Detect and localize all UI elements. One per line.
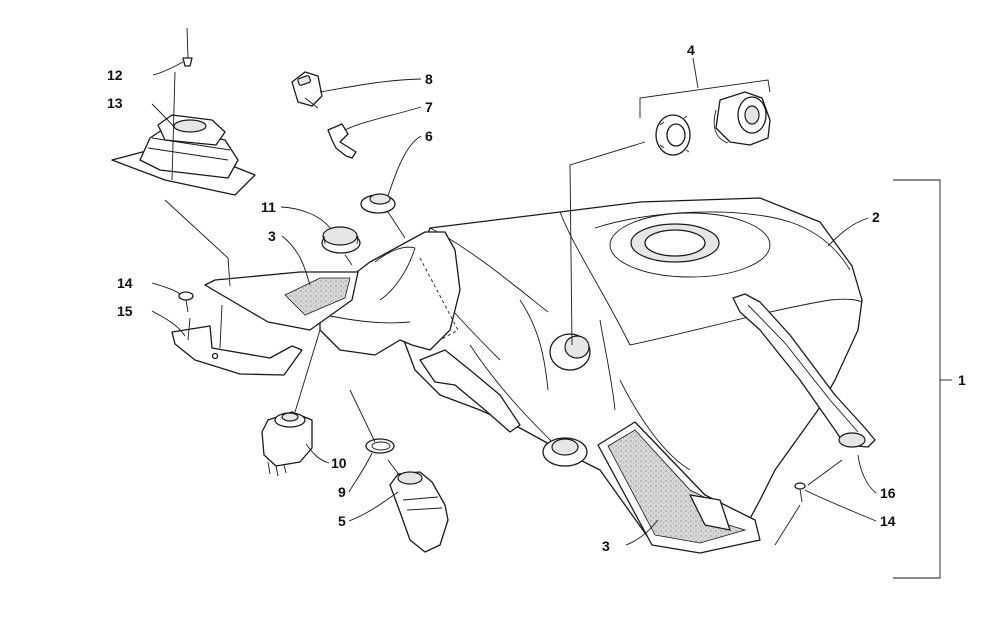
tank-strap <box>732 293 876 448</box>
temperature-sender <box>389 471 449 553</box>
ignition-switch <box>261 411 313 477</box>
o-ring <box>365 438 395 454</box>
callout-11: 11 <box>261 199 276 215</box>
callout-2: 2 <box>872 209 880 225</box>
callout-4: 4 <box>687 42 695 58</box>
callout-10: 10 <box>331 455 347 471</box>
shift-boot <box>111 71 256 196</box>
callout-1: 1 <box>958 372 966 388</box>
mounting-bracket-upper <box>204 271 359 331</box>
leader-lines <box>151 57 952 579</box>
fuel-cap-assembly <box>655 91 771 156</box>
callout-9: 9 <box>338 484 346 500</box>
rivet <box>182 27 193 67</box>
key-cap <box>291 71 323 107</box>
callout-3-left: 3 <box>268 228 276 244</box>
callout-13: 13 <box>107 95 123 111</box>
callout-6: 6 <box>425 128 433 144</box>
callout-14-right: 14 <box>880 513 896 529</box>
callout-14-left: 14 <box>117 275 133 291</box>
heat-pad-right <box>597 421 761 554</box>
callout-7: 7 <box>425 99 433 115</box>
callout-3-right: 3 <box>602 538 610 554</box>
callout-15: 15 <box>117 303 133 319</box>
callout-16: 16 <box>880 485 896 501</box>
ring-nut <box>360 193 396 214</box>
screw-left <box>178 291 194 313</box>
callout-8: 8 <box>425 71 433 87</box>
callout-12: 12 <box>107 67 123 83</box>
mounting-bracket-lower <box>171 325 303 376</box>
screw-right <box>794 482 806 503</box>
fuel-tank <box>399 197 863 546</box>
ignition-key <box>327 123 357 159</box>
callout-5: 5 <box>338 513 346 529</box>
accessory-cap <box>321 226 361 254</box>
